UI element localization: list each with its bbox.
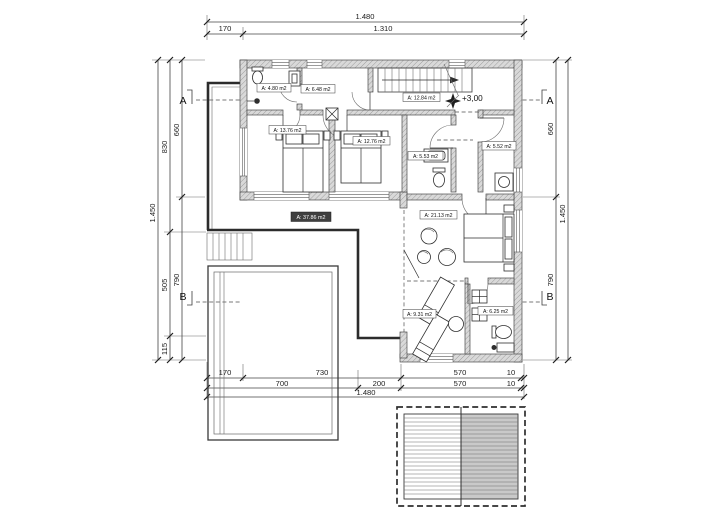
dim-left-505: 505 — [160, 279, 169, 292]
exterior-stairs — [206, 232, 253, 261]
level-marker: +3,00 — [445, 93, 483, 109]
windows — [240, 60, 522, 362]
label-utility: A: 5.52 m2 — [481, 141, 517, 151]
window — [253, 192, 310, 200]
bath2-fixtures — [471, 289, 515, 353]
dim-bottom-total: 1.480 — [356, 388, 375, 397]
label-bedroom1-text: A: 13.76 m2 — [274, 128, 302, 134]
window — [514, 209, 522, 253]
sun-lounger-2 — [412, 313, 450, 363]
pillar — [325, 107, 339, 121]
label-hall-text: A: 6.48 m2 — [305, 87, 330, 93]
label-terrace-text: A: 37.86 m2 — [296, 215, 325, 221]
dim-left-830: 830 — [160, 141, 169, 154]
door — [429, 124, 454, 149]
dim-bottom-170: 170 — [219, 368, 232, 377]
label-bath2: A: 6.25 m2 — [477, 306, 514, 316]
lower-terrace-outline — [207, 265, 339, 441]
section-b-right-label: B — [546, 291, 553, 303]
dim-left-total: 1.450 — [148, 203, 157, 222]
washing-machine — [494, 172, 514, 192]
label-stair-hall-text: A: 12.84 m2 — [408, 96, 436, 102]
label-bedroom3: A: 21.13 m2 — [419, 210, 458, 220]
dim-top-total: 1.480 — [355, 12, 374, 21]
label-terrace: A: 37.86 m2 — [290, 211, 332, 222]
window — [448, 60, 466, 68]
dim-left-660: 660 — [172, 124, 181, 137]
dimension-lines-right: 660 790 1.450 — [523, 56, 572, 364]
dim-bottom-700: 700 — [276, 379, 289, 388]
interior-walls — [246, 67, 515, 355]
label-lounge: A: 9.31 m2 — [402, 309, 437, 319]
terrace-door-leaf — [403, 249, 420, 279]
label-stair-hall: A: 12.84 m2 — [402, 92, 441, 102]
dim-bottom-570b: 570 — [454, 379, 467, 388]
dimension-lines-top: 1.480 170 1.310 — [203, 12, 528, 40]
dim-right-790: 790 — [546, 274, 555, 287]
label-wc-text: A: 4.80 m2 — [261, 86, 286, 92]
window — [271, 60, 290, 68]
room-labels: A: 4.80 m2 A: 6.48 m2 A: 12.84 m2 A: 13.… — [256, 83, 517, 319]
dim-left-115: 115 — [160, 343, 169, 355]
section-b-left-label: B — [179, 291, 186, 303]
label-bedroom1: A: 13.76 m2 — [268, 125, 307, 135]
pergola — [396, 406, 526, 507]
dim-bottom-570a: 570 — [454, 368, 467, 377]
dim-right-total: 1.450 — [558, 204, 567, 223]
swivel-chairs — [417, 227, 456, 266]
dim-left-790: 790 — [172, 274, 181, 287]
dim-right-660: 660 — [546, 123, 555, 136]
balcony-outline — [206, 81, 400, 340]
dim-bottom-10a: 10 — [507, 368, 515, 377]
window — [328, 192, 390, 200]
door — [351, 91, 371, 111]
label-bedroom3-text: A: 21.13 m2 — [425, 213, 453, 219]
dim-bottom-10b: 10 — [507, 379, 515, 388]
label-wc: A: 4.80 m2 — [256, 83, 292, 93]
window — [240, 127, 247, 177]
label-lounge-text: A: 9.31 m2 — [407, 312, 432, 318]
hall-cabinet — [288, 70, 301, 87]
label-bath2-text: A: 6.25 m2 — [483, 309, 508, 315]
dimension-lines-bottom: 170 730 570 10 700 200 570 10 1.480 — [203, 362, 528, 401]
dim-top-seg1: 170 — [219, 24, 232, 33]
window — [306, 60, 323, 68]
label-hall: A: 6.48 m2 — [300, 84, 336, 94]
bed-bedroom3 — [463, 204, 515, 272]
label-bath-small: A: 5.53 m2 — [407, 151, 444, 161]
terrace-roof-edge — [207, 228, 400, 340]
level-text: +3,00 — [462, 94, 483, 103]
label-bath-small-text: A: 5.53 m2 — [413, 154, 438, 160]
dimension-lines-left: 1.450 830 505 115 660 790 — [148, 56, 206, 364]
interior-stairs — [377, 63, 473, 96]
window — [514, 167, 522, 193]
label-bedroom2-text: A: 12.76 m2 — [358, 139, 386, 145]
label-bedroom2: A: 12.76 m2 — [352, 136, 391, 146]
dim-top-seg2: 1.310 — [373, 24, 392, 33]
dim-bottom-730: 730 — [316, 368, 329, 377]
dim-bottom-200: 200 — [373, 379, 386, 388]
section-a-left-label: A — [179, 95, 186, 107]
doors — [278, 83, 505, 305]
side-table — [448, 316, 464, 332]
wc-fixtures — [247, 66, 264, 104]
bed-bedroom1 — [275, 130, 331, 193]
door — [479, 117, 505, 143]
section-a-right-label: A — [546, 95, 553, 107]
label-utility-text: A: 5.52 m2 — [486, 144, 511, 150]
